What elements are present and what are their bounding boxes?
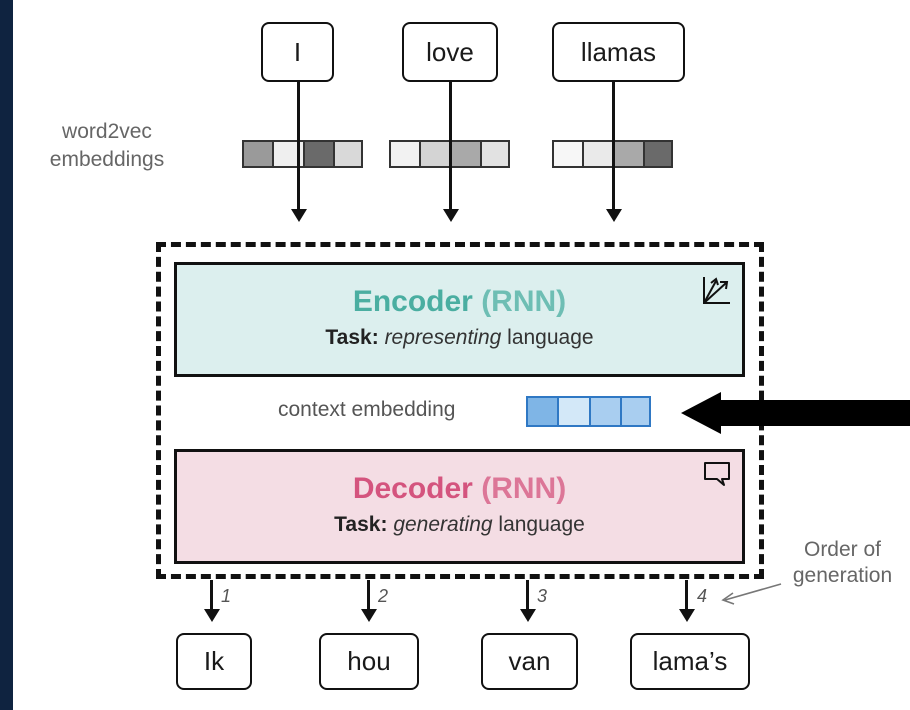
decoder-title-main: Decoder xyxy=(352,472,473,505)
output-token-lamas: lama’s xyxy=(630,633,750,690)
output-arrow-head-4 xyxy=(679,609,695,622)
order-label-line2: generation xyxy=(792,564,893,587)
decoder-title-paren: (RNN) xyxy=(481,472,567,505)
embeddings-label: word2vec embeddings xyxy=(27,118,187,174)
decoder-task: Task: generating language xyxy=(334,513,585,536)
decoder-block: Decoder (RNN) Task: generating language xyxy=(174,449,745,564)
order-pointer-arrow xyxy=(721,583,782,605)
input-token-i: I xyxy=(261,22,334,82)
embedding-cell xyxy=(526,396,560,427)
embedding-cell xyxy=(449,140,482,168)
context-embedding-label: context embedding xyxy=(278,398,456,421)
embedding-cell xyxy=(419,140,452,168)
encoder-title-main: Encoder xyxy=(352,285,473,318)
input-arrow-line-3 xyxy=(612,82,615,210)
decoder-task-rest: language xyxy=(498,513,585,536)
embedding-cell xyxy=(389,140,422,168)
embedding-cell xyxy=(302,140,335,168)
output-token-hou: hou xyxy=(319,633,419,690)
output-arrow-line-4 xyxy=(685,580,688,610)
speech-bubble-icon xyxy=(704,462,730,486)
input-token-love: love xyxy=(402,22,498,82)
output-token-ik: Ik xyxy=(176,633,252,690)
output-arrow-head-2 xyxy=(361,609,377,622)
context-embedding-vector xyxy=(526,396,651,427)
embeddings-label-line2: embeddings xyxy=(49,148,165,171)
order-number-2: 2 xyxy=(378,586,389,606)
encoder-block: Encoder (RNN) Task: representing languag… xyxy=(174,262,745,377)
embedding-cell xyxy=(612,140,645,168)
embedding-cell xyxy=(588,396,622,427)
output-arrow-line-2 xyxy=(367,580,370,610)
encoder-title: Encoder (RNN) xyxy=(177,285,742,319)
highlight-arrow xyxy=(681,392,910,434)
encoder-task: Task: representing language xyxy=(325,326,594,349)
input-arrow-head-2 xyxy=(443,209,459,222)
output-arrow-line-3 xyxy=(526,580,529,610)
output-arrow-head-1 xyxy=(204,609,220,622)
output-arrow-head-3 xyxy=(520,609,536,622)
embedding-vector-love xyxy=(389,140,510,168)
input-arrow-line-2 xyxy=(449,82,452,210)
embedding-vector-llamas xyxy=(552,140,673,168)
embedding-cell xyxy=(642,140,673,168)
embeddings-label-line1: word2vec xyxy=(62,120,152,143)
input-arrow-head-1 xyxy=(291,209,307,222)
order-number-1: 1 xyxy=(221,586,232,606)
embedding-cell xyxy=(242,140,275,168)
highlight-arrow-icon xyxy=(681,392,910,434)
embedding-cell xyxy=(479,140,510,168)
embedding-cell xyxy=(619,396,651,427)
order-label-line1: Order of xyxy=(803,538,882,561)
embedding-cell xyxy=(582,140,615,168)
embedding-cell xyxy=(332,140,363,168)
input-arrow-head-3 xyxy=(606,209,622,222)
order-of-generation-label: Order of generation xyxy=(775,537,910,589)
order-number-4: 4 xyxy=(697,586,708,606)
encoder-task-rest: language xyxy=(507,326,594,349)
decoder-task-verb: generating xyxy=(393,513,493,536)
embedding-cell xyxy=(552,140,585,168)
encoder-title-paren: (RNN) xyxy=(481,285,567,318)
encoder-task-verb: representing xyxy=(384,326,502,349)
input-token-llamas: llamas xyxy=(552,22,685,82)
embedding-cell xyxy=(557,396,591,427)
output-arrow-line-1 xyxy=(210,580,213,610)
output-token-van: van xyxy=(481,633,578,690)
decoder-task-label: Task xyxy=(334,513,381,536)
embedding-vector-i xyxy=(242,140,363,168)
order-number-3: 3 xyxy=(537,586,548,606)
decoder-title: Decoder (RNN) xyxy=(177,472,742,506)
encoder-task-label: Task xyxy=(325,326,372,349)
input-arrow-line-1 xyxy=(297,82,300,210)
diagram-canvas: word2vec embeddings I love llamas Encode… xyxy=(13,0,910,710)
vector-axes-icon xyxy=(703,277,730,304)
